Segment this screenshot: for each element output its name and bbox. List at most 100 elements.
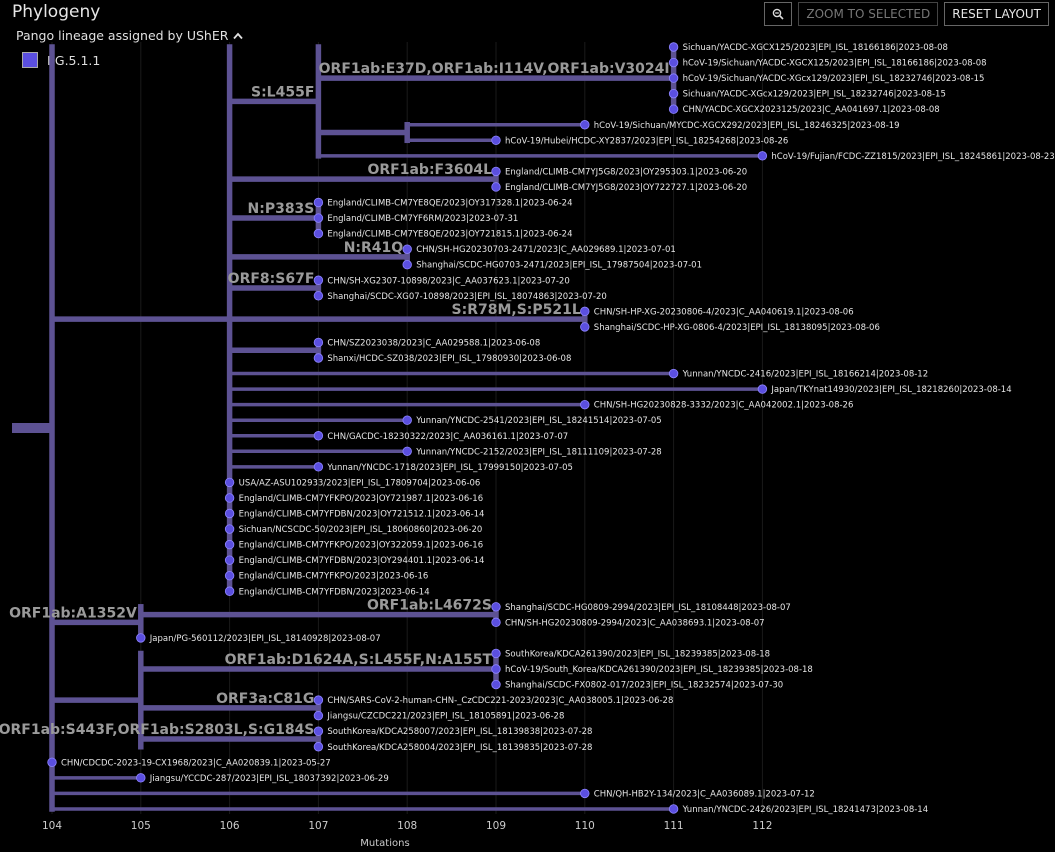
tip-label: hCoV-19/South_Korea/KDCA261390/2023|EPI_… [505, 665, 813, 675]
tip-node [491, 602, 501, 612]
tip-node [224, 555, 235, 565]
tip-node [668, 88, 679, 99]
tip-label: CHN/SH-XG2307-10898/2023|C_AA037623.1|20… [327, 276, 569, 286]
tip-node [313, 213, 324, 223]
legend-swatch [22, 52, 38, 68]
tip-label: CHN/SH-HG20230703-2471/2023|C_AA029689.1… [416, 245, 676, 255]
reset-layout-button[interactable]: RESET LAYOUT [944, 2, 1049, 26]
tip-node [136, 633, 146, 643]
tip-node [668, 57, 679, 68]
tip-label: Japan/PG-560112/2023|EPI_ISL_18140928|20… [149, 634, 381, 644]
mutation-label: ORF3a:C81G [216, 691, 314, 707]
x-tick-label: 107 [308, 820, 328, 832]
tip-node [491, 135, 501, 146]
tip-label: SouthKorea/KDCA261390/2023|EPI_ISL_18239… [505, 649, 770, 659]
tip-node [491, 664, 501, 674]
tip-label: CHN/CDCDC-2023-19-CX1968/2023|C_AA020839… [61, 758, 331, 768]
tip-label: England/CLIMB-CM7YE8QE/2023|OY721815.1|2… [327, 230, 572, 240]
tip-label: Sichuan/NCSCDC-50/2023|EPI_ISL_18060860|… [239, 525, 483, 535]
tip-node [491, 679, 501, 690]
tip-node [668, 73, 679, 83]
tip-node [757, 151, 768, 161]
mutation-label: ORF1ab:E37D,ORF1ab:I114V,ORF1ab:V3024I [319, 61, 670, 77]
toolbar: ZOOM TO SELECTED RESET LAYOUT [764, 2, 1049, 26]
mutation-label: S:R78M,S:P521L [452, 302, 581, 318]
tip-label: Jiangsu/YCCDC-287/2023|EPI_ISL_18037392|… [149, 774, 389, 784]
tip-label: England/CLIMB-CM7YF6RM/2023|2023-07-31 [327, 214, 518, 224]
tip-node [668, 42, 679, 52]
tip-node [224, 524, 235, 534]
mutation-label: S:L455F [251, 84, 314, 100]
magnifier-zoom-out-icon [773, 8, 784, 20]
tip-node [491, 648, 501, 659]
legend-item[interactable]: EG.5.1.1 [22, 52, 100, 68]
x-tick-label: 106 [220, 820, 240, 832]
tip-label: Yunnan/YNCDC-2426/2023|EPI_ISL_18241473|… [682, 805, 929, 815]
tip-node [580, 306, 590, 317]
tip-label: England/CLIMB-CM7YFDBN/2023|OY294401.1|2… [239, 556, 485, 566]
mutation-label: N:P383S [248, 201, 315, 217]
tip-label: Shanxi/HCDC-SZ038/2023|EPI_ISL_17980930|… [327, 354, 571, 364]
tip-label: Yunnan/YNCDC-2152/2023|EPI_ISL_18111109|… [415, 447, 662, 457]
legend-title[interactable]: Pango lineage assigned by UShER [16, 28, 244, 43]
zoom-to-selected-button[interactable]: ZOOM TO SELECTED [798, 2, 939, 26]
tip-node [313, 431, 324, 441]
tip-label: USA/AZ-ASU102933/2023|EPI_ISL_17809704|2… [239, 478, 481, 488]
tip-label: hCoV-19/Hubei/HCDC-XY2837/2023|EPI_ISL_1… [505, 136, 788, 146]
tip-node [313, 726, 324, 736]
tip-node [313, 742, 324, 752]
tip-node [313, 353, 324, 363]
tip-label: Sichuan/YACDC-XGcx129/2023|EPI_ISL_18232… [683, 90, 946, 100]
tip-node [668, 368, 679, 379]
tip-label: CHN/QH-HB2Y-134/2023|C_AA036089.1|2023-0… [594, 789, 815, 799]
tip-node [313, 695, 324, 705]
tip-node [313, 462, 324, 472]
tip-node [402, 446, 412, 457]
mutation-label: ORF1ab:S443F,ORF1ab:S2803L,S:G184S [0, 722, 314, 738]
x-axis-label: Mutations [360, 838, 409, 849]
mutation-label: ORF1ab:D1624A,S:L455F,N:A155T [225, 652, 493, 668]
tip-node [402, 244, 412, 254]
x-tick-label: 109 [486, 820, 506, 832]
tip-node [491, 182, 501, 192]
legend-title-text: Pango lineage assigned by UShER [16, 28, 229, 43]
tip-label: Yunnan/YNCDC-2541/2023|EPI_ISL_18241514|… [415, 416, 662, 426]
x-tick-label: 108 [397, 820, 417, 832]
chevron-up-icon[interactable] [233, 28, 244, 40]
tip-label: hCoV-19/Sichuan/MYCDC-XGCX292/2023|EPI_I… [594, 121, 900, 131]
mutation-label: ORF8:S67F [228, 271, 315, 287]
tip-node [580, 399, 590, 410]
tip-label: Yunnan/YNCDC-1718/2023|EPI_ISL_17999150|… [326, 463, 573, 473]
tip-label: England/CLIMB-CM7YJ5G8/2023|OY295303.1|2… [505, 167, 747, 177]
tip-label: Japan/TKYnat14930/2023|EPI_ISL_18218260|… [770, 385, 1011, 395]
tip-label: England/CLIMB-CM7YFDBN/2023|2023-06-14 [239, 587, 430, 597]
zoom-out-button[interactable] [764, 2, 793, 26]
tip-label: Shanghai/SCDC-HG0703-2471/2023|EPI_ISL_1… [416, 261, 702, 271]
tip-node [580, 120, 590, 130]
tip-label: hCoV-19/Sichuan/YACDC-XGCX125/2023|EPI_I… [683, 59, 987, 69]
tip-node [313, 337, 324, 348]
tip-node [491, 617, 501, 628]
tip-node [224, 586, 235, 596]
tip-label: CHN/SH-HG20230809-2994/2023|C_AA038693.1… [505, 618, 765, 628]
tip-label: SouthKorea/KDCA258007/2023|EPI_ISL_18139… [327, 727, 592, 737]
tip-label: CHN/YACDC-XGCX2023125/2023|C_AA041697.1|… [683, 105, 940, 115]
tip-node [47, 757, 57, 768]
tip-node [313, 710, 324, 721]
x-tick-label: 105 [131, 820, 151, 832]
tip-node [668, 104, 679, 114]
tip-node [313, 228, 324, 239]
tip-node [580, 788, 590, 799]
tip-label: Sichuan/YACDC-XGCX125/2023|EPI_ISL_18166… [683, 43, 948, 53]
tip-label: hCoV-19/Fujian/FCDC-ZZ1815/2023|EPI_ISL_… [771, 152, 1054, 162]
tip-node [224, 508, 235, 519]
panel-title: Phylogeny [12, 2, 101, 22]
tip-node [580, 322, 590, 332]
x-tick-label: 110 [575, 820, 595, 832]
mutation-label: ORF1ab:F3604L [367, 162, 492, 178]
tip-label: England/CLIMB-CM7YE8QE/2023|OY317328.1|2… [327, 199, 572, 209]
tip-label: Shanghai/SCDC-HP-XG-0806-4/2023|EPI_ISL_… [594, 323, 880, 333]
tip-label: Jiangsu/CZCDC221/2023|EPI_ISL_18105891|2… [326, 712, 564, 722]
tip-node [224, 493, 235, 503]
